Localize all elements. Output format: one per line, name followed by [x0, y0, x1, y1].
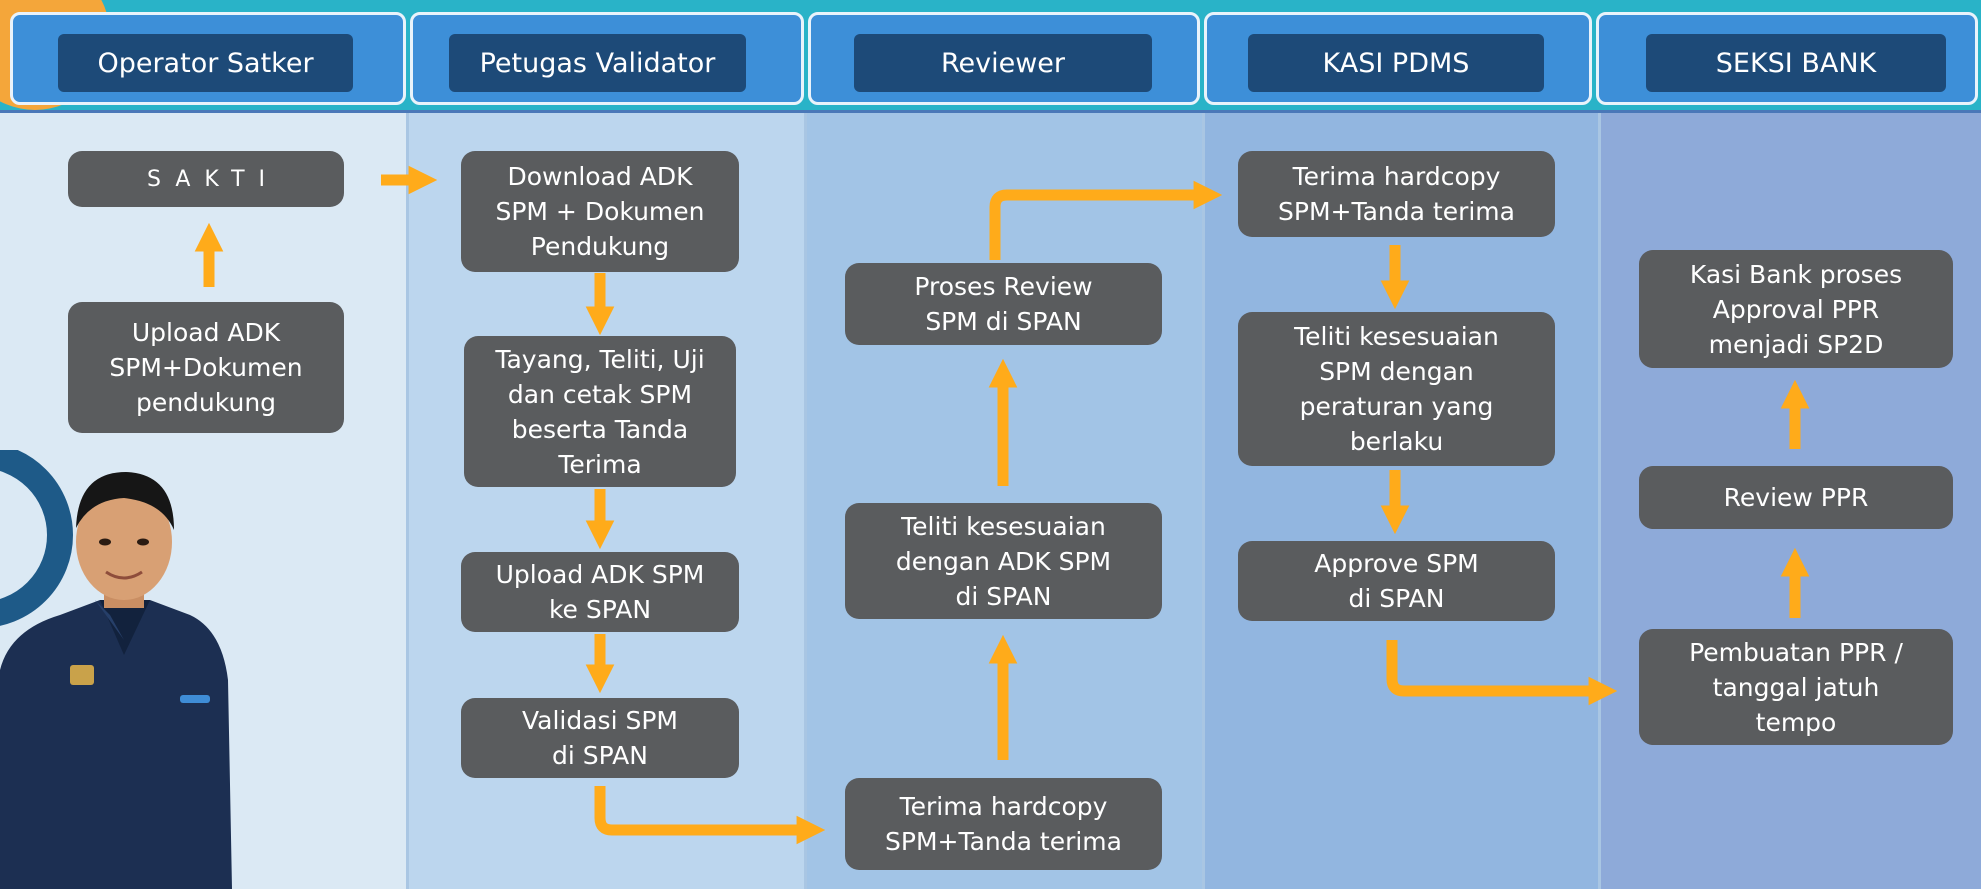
presenter-face	[76, 484, 172, 600]
step-validasi-spm: Validasi SPM di SPAN	[461, 698, 739, 778]
lane-divider	[1598, 113, 1601, 889]
arrow-elbow-right	[989, 180, 1223, 260]
step-teliti-reviewer: Teliti kesesuaian dengan ADK SPM di SPAN	[845, 503, 1162, 619]
step-terima-hardcopy-kasi: Terima hardcopy SPM+Tanda terima	[1238, 151, 1555, 237]
step-proses-review: Proses Review SPM di SPAN	[845, 263, 1162, 345]
presenter-hair	[76, 472, 174, 530]
badge-icon	[70, 665, 94, 685]
lane-title-operator-satker: Operator Satker	[58, 34, 353, 92]
step-download-adk: Download ADK SPM + Dokumen Pendukung	[461, 151, 739, 272]
lane-divider	[406, 113, 409, 889]
step-pembuatan-ppr: Pembuatan PPR / tanggal jatuh tempo	[1639, 629, 1953, 745]
step-terima-hardcopy-reviewer: Terima hardcopy SPM+Tanda terima	[845, 778, 1162, 870]
presenter-photo	[0, 450, 232, 889]
arrow-elbow-right	[594, 786, 826, 845]
arrow-elbow-right	[1386, 640, 1618, 706]
step-sakti: SAKTI	[68, 151, 344, 207]
step-review-ppr: Review PPR	[1639, 466, 1953, 529]
lane-title-kasi-pdms: KASI PDMS	[1248, 34, 1544, 92]
lane-divider	[804, 113, 807, 889]
step-upload-adk: Upload ADK SPM+Dokumen pendukung	[68, 302, 344, 433]
step-kasi-bank-approval: Kasi Bank proses Approval PPR menjadi SP…	[1639, 250, 1953, 368]
step-tayang-teliti-uji: Tayang, Teliti, Uji dan cetak SPM besert…	[464, 336, 736, 487]
step-approve-spm: Approve SPM di SPAN	[1238, 541, 1555, 621]
step-teliti-kasi: Teliti kesesuaian SPM dengan peraturan y…	[1238, 312, 1555, 466]
lane-divider	[1202, 113, 1205, 889]
step-upload-span: Upload ADK SPM ke SPAN	[461, 552, 739, 632]
logo-ring-icon	[0, 450, 73, 626]
lane-title-seksi-bank: SEKSI BANK	[1646, 34, 1946, 92]
lane-kasi-pdms	[1204, 113, 1600, 889]
lane-title-petugas-validator: Petugas Validator	[449, 34, 746, 92]
presenter-shirt	[0, 600, 232, 889]
lane-title-reviewer: Reviewer	[854, 34, 1152, 92]
